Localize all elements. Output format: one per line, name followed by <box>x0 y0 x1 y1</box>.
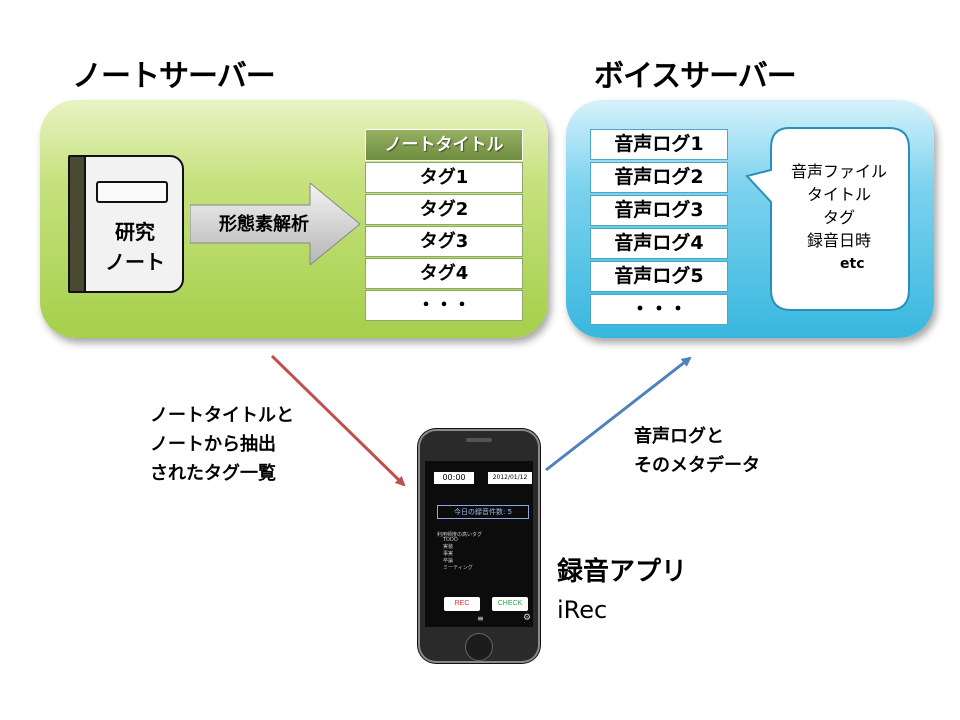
note-server-title: ノートサーバー <box>72 59 276 94</box>
gear-icon[interactable]: ⚙ <box>523 613 532 623</box>
frequent-tag-item[interactable]: ミーティング <box>443 565 473 571</box>
frequent-tag-item[interactable]: TODO <box>443 537 458 543</box>
tag-row: タグ4 <box>365 258 523 289</box>
metadata-speech-bubble <box>745 127 910 311</box>
phone-earpiece <box>466 438 492 442</box>
flow-label-line: 音声ログと <box>634 426 724 447</box>
app-name: 録音アプリ <box>557 557 688 587</box>
voice-log-table: 音声ログ1 音声ログ2 音声ログ3 音声ログ4 音声ログ5 ・・・ <box>590 129 728 327</box>
tags-to-app-arrow <box>270 354 406 487</box>
note-title-header: ノートタイトル <box>365 129 523 161</box>
date-display: 2012/01/12 <box>488 472 532 484</box>
notebook-title: 研究 ノート <box>92 217 178 277</box>
metadata-list: 音声ファイル タイトル タグ 録音日時 <box>772 160 906 252</box>
metadata-item: 音声ファイル <box>790 162 887 181</box>
voice-log-row: 音声ログ5 <box>590 261 728 292</box>
menu-icon[interactable]: ≡ <box>477 614 484 623</box>
tag-row: タグ1 <box>365 162 523 193</box>
tag-table: ノートタイトル タグ1 タグ2 タグ3 タグ4 ・・・ <box>365 129 523 321</box>
today-count-badge: 今日の録音件数: 5 <box>437 505 529 519</box>
research-notebook-icon: 研究 ノート <box>68 155 184 293</box>
voice-log-row: 音声ログ2 <box>590 162 728 193</box>
flow-label-line: ノートから抽出 <box>150 434 276 455</box>
frequent-tag-item[interactable]: 卒論 <box>443 558 454 564</box>
frequent-tags-list: TODO 実装 事実 卒論 ミーティング <box>443 537 473 572</box>
voice-log-row: 音声ログ3 <box>590 195 728 226</box>
notebook-title-line1: 研究 <box>115 220 155 244</box>
phone-device: 00:00 2012/01/12 今日の録音件数: 5 利用頻度の高いタグ TO… <box>418 429 540 663</box>
app-to-voice-label: 音声ログと そのメタデータ <box>634 422 760 480</box>
voice-log-row: 音声ログ4 <box>590 228 728 259</box>
notebook-title-line2: ノート <box>105 250 165 274</box>
notebook-cover <box>84 155 184 293</box>
timer-display: 00:00 <box>434 472 474 484</box>
frequent-tag-item[interactable]: 実装 <box>443 544 454 550</box>
morphological-analysis-arrow <box>190 183 361 265</box>
flow-label-line: されたタグ一覧 <box>150 463 276 484</box>
flow-label-line: そのメタデータ <box>634 455 760 476</box>
voice-server-title: ボイスサーバー <box>594 59 797 94</box>
frequent-tags-title: 利用頻度の高いタグ <box>437 532 483 538</box>
home-button[interactable] <box>465 633 493 661</box>
voice-log-row: 音声ログ1 <box>590 129 728 160</box>
metadata-item: タイトル <box>806 185 871 204</box>
tag-row: タグ2 <box>365 194 523 225</box>
irec-app-screen: 00:00 2012/01/12 今日の録音件数: 5 利用頻度の高いタグ TO… <box>425 461 533 627</box>
notebook-label-plate <box>96 181 168 203</box>
metadata-etc: etc <box>840 256 865 272</box>
tag-row-ellipsis: ・・・ <box>365 290 523 321</box>
morphological-analysis-label: 形態素解析 <box>219 214 309 235</box>
check-button[interactable]: CHECK <box>492 597 528 611</box>
flow-label-line: ノートタイトルと <box>150 405 294 426</box>
tag-row: タグ3 <box>365 226 523 257</box>
voice-log-row-ellipsis: ・・・ <box>590 294 728 325</box>
frequent-tag-item[interactable]: 事実 <box>443 551 454 557</box>
app-id: iRec <box>557 596 608 624</box>
metadata-item: 録音日時 <box>806 231 871 250</box>
rec-button[interactable]: REC <box>444 597 480 611</box>
metadata-item: タグ <box>822 208 855 227</box>
app-to-voice-arrow <box>545 356 692 472</box>
tags-to-app-label: ノートタイトルと ノートから抽出 されたタグ一覧 <box>150 401 294 488</box>
